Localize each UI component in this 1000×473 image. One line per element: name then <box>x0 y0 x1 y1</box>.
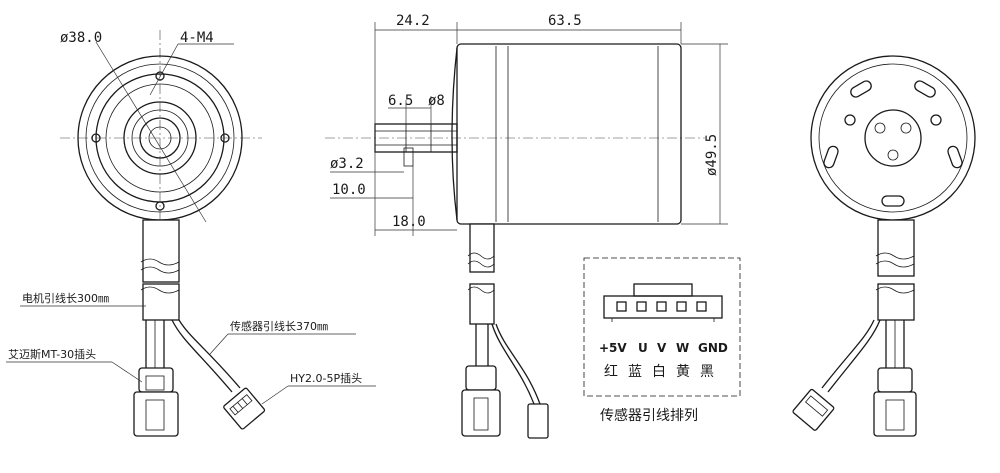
mount-hole-left <box>91 133 101 143</box>
dim-phi3-2: ø3.2 <box>330 156 364 172</box>
pin-label-w: W <box>676 341 689 355</box>
dim-phi8: ø8 <box>428 93 445 109</box>
pin-color-yellow: 黄 <box>676 363 690 380</box>
side-view: 24.2 63.5 6.5 ø8 ø3.2 10.0 18.0 ø49.5 <box>325 13 728 439</box>
motor-plug-label: 艾迈斯MT-30插头 <box>8 347 96 361</box>
dim-24-2: 24.2 <box>396 13 430 29</box>
front-view: ø38.0 4-M4 电机引线长300㎜ 艾 <box>6 30 376 437</box>
mount-hole-top <box>155 71 165 81</box>
hy20-plug <box>223 387 266 430</box>
dim-phi49-5: ø49.5 <box>704 134 720 176</box>
pin-label-gnd: GND <box>698 341 728 355</box>
rear-mt30-plug <box>873 391 917 437</box>
rear-boss <box>864 109 922 167</box>
pinout-caption: 传感器引线排列 <box>600 407 698 424</box>
sensor-plug-label: HY2.0-5P插头 <box>290 371 362 385</box>
front-holes-label: 4-M4 <box>180 30 214 46</box>
mt30-plug-top <box>138 367 174 393</box>
mount-hole-right <box>220 133 230 143</box>
dim-63-5: 63.5 <box>548 13 582 29</box>
pin-color-black: 黑 <box>700 364 714 380</box>
dim-10: 10.0 <box>332 182 366 198</box>
front-dia-label: ø38.0 <box>60 30 102 46</box>
mt30-plug-body <box>133 391 179 437</box>
pin-label-u: U <box>638 341 648 355</box>
rear-slot <box>850 80 872 98</box>
pin-color-red: 红 <box>604 364 618 380</box>
pin-label-v: V <box>657 341 667 355</box>
pinout-connector <box>603 295 723 319</box>
dim-18: 18.0 <box>392 214 426 230</box>
connector-pinout: +5V U V W GND 红 蓝 白 黄 黑 传感器引线排列 <box>583 257 741 424</box>
side-mt30-plug <box>461 389 501 437</box>
motor-lead-label: 电机引线长300㎜ <box>22 291 109 305</box>
pinout-frame <box>583 257 741 397</box>
pin-color-white: 白 <box>652 364 666 380</box>
side-body <box>456 43 682 225</box>
rear-view <box>792 55 976 437</box>
rear-hy20-plug <box>792 388 835 431</box>
pin-label-5v: +5V <box>599 341 627 355</box>
side-hy20-plug <box>527 403 549 439</box>
sensor-lead-label: 传感器引线长370㎜ <box>230 319 328 333</box>
mount-hole-bottom <box>155 201 165 211</box>
dim-6-5: 6.5 <box>388 93 413 109</box>
pin-color-blue: 蓝 <box>628 364 642 380</box>
